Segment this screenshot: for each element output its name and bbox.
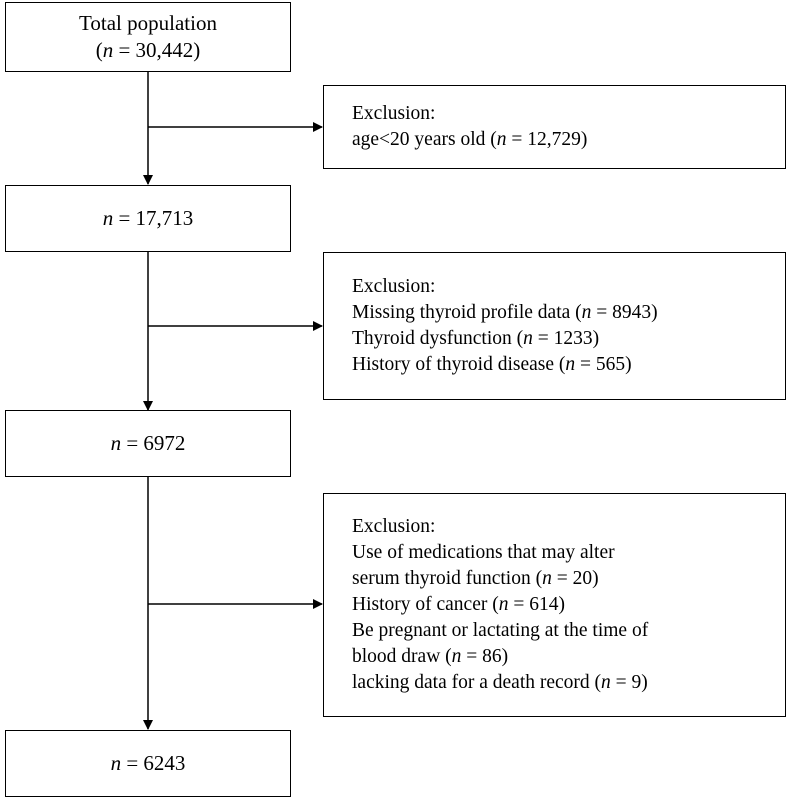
exclusion-header: Exclusion:	[352, 516, 436, 537]
exclusion-line: Missing thyroid profile data (n = 8943)	[352, 302, 658, 323]
box-exclusion-age: Exclusion: age<20 years old (n = 12,729)	[323, 85, 786, 169]
count-6972: n = 6972	[110, 431, 186, 455]
count-17713: n = 17,713	[102, 206, 194, 230]
exclusion-line: History of thyroid disease (n = 565)	[352, 354, 632, 375]
total-title: Total population	[79, 11, 217, 35]
box-exclusion-thyroid: Exclusion: Missing thyroid profile data …	[323, 252, 786, 400]
count-6243: n = 6243	[110, 751, 186, 775]
exclusion-line: blood draw (n = 86)	[352, 646, 509, 667]
box-n-6972: n = 6972	[5, 410, 291, 477]
box-n-6243: n = 6243	[5, 730, 291, 797]
exclusion-line: age<20 years old (n = 12,729)	[352, 129, 588, 150]
box-exclusion-other: Exclusion: Use of medications that may a…	[323, 493, 786, 717]
exclusion-header: Exclusion:	[352, 276, 436, 297]
exclusion-line: serum thyroid function (n = 20)	[352, 568, 599, 589]
box-n-17713: n = 17,713	[5, 185, 291, 252]
exclusion-line: lacking data for a death record (n = 9)	[352, 672, 648, 693]
exclusion-line: History of cancer (n = 614)	[352, 594, 565, 615]
exclusion-line: Use of medications that may alter	[352, 542, 615, 563]
exclusion-header: Exclusion:	[352, 103, 436, 124]
exclusion-line: Thyroid dysfunction (n = 1233)	[352, 328, 600, 349]
exclusion-line: Be pregnant or lactating at the time of	[352, 620, 649, 641]
box-total-population: Total population (n = 30,442)	[5, 2, 291, 72]
total-count: (n = 30,442)	[95, 38, 201, 62]
